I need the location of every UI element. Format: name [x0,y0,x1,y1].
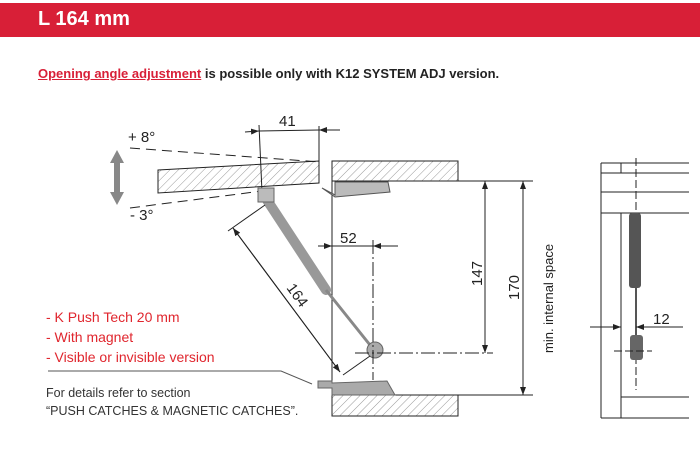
dim-164: 164 [283,280,311,310]
note-text: is possible only with K12 SYSTEM ADJ ver… [201,66,500,81]
dim-12: 12 [653,311,670,328]
adjust-arrow-icon [110,150,124,205]
strut-end [366,341,384,359]
feature-push-tech: - K Push Tech 20 mm [46,309,180,325]
opening-angle-link[interactable]: Opening angle adjustment [38,66,202,81]
dim-41: 41 [279,113,296,130]
header-band [0,3,700,37]
cabinet-bottom [331,394,459,417]
angle-minus: - 3° [130,207,154,224]
internal-space-label: min. internal space [541,244,556,353]
details-line-2: “PUSH CATCHES & MAGNETIC CATCHES”. [46,404,299,418]
strut-cylinder [262,195,331,295]
angle-plus: + 8° [128,129,155,146]
side-view [590,158,689,419]
hinge [321,181,391,198]
magnetic-catch [317,380,396,396]
dim-170: 170 [506,275,523,300]
dim-52: 52 [340,230,357,247]
door-panel [157,160,320,194]
page-title: L 164 mm [38,8,130,30]
details-line-1: For details refer to section [46,386,191,400]
strut-rod [324,289,372,346]
feature-magnet: - With magnet [46,329,134,345]
cabinet-top [331,160,459,182]
feature-version: - Visible or invisible version [46,349,215,365]
dim-147: 147 [469,261,486,286]
adjustment-note: Opening angle adjustment is possible onl… [38,66,499,81]
